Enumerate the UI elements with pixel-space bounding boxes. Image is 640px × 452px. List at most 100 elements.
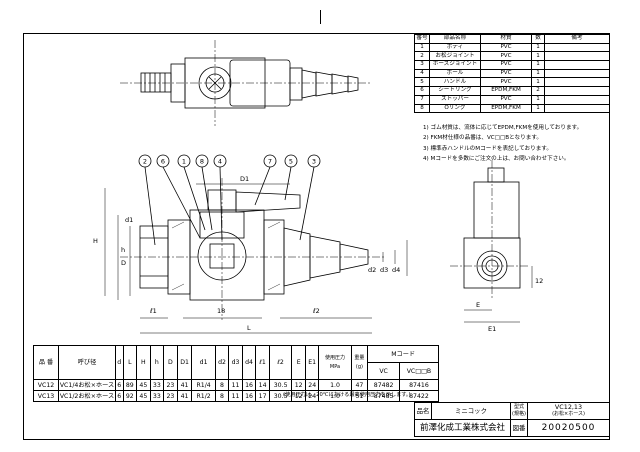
cell: 45 (136, 379, 151, 391)
callout-3: 3 (312, 158, 316, 166)
title-block: 品名 ミニコック 型式 (規格) VC12,13 (お松×ホース) 前澤化成工業… (414, 402, 610, 437)
dim-E: E (476, 301, 480, 309)
company-name: 前澤化成工業株式会社 (414, 419, 511, 437)
title-row-1: 品名 ミニコック 型式 (規格) VC12,13 (お松×ホース) (414, 402, 610, 420)
part-name: ストッパー (429, 94, 481, 105)
dims-header-weight: 重量 (g) (350, 345, 369, 380)
part-name: Oリング (429, 103, 481, 114)
product-name: ミニコック (431, 402, 511, 420)
part-no: 1 (414, 42, 430, 53)
note-item: 1) ゴム材質は、流体に応じてEPDM,FKMを使用しております。 (423, 125, 583, 131)
part-material: PVC (480, 77, 532, 88)
part-remarks (544, 86, 610, 96)
parts-header-material: 材質 (480, 34, 532, 44)
dims-header-D: D (163, 345, 178, 380)
parts-header-row: 番号 部品名称 材質 数 備考 (414, 34, 610, 44)
callout-7: 7 (268, 158, 272, 166)
part-no: 6 (414, 86, 430, 96)
part-no: 5 (414, 77, 430, 88)
cell: 47 (350, 379, 369, 391)
dim-d3: d3 (380, 266, 388, 274)
part-qty: 1 (531, 94, 545, 105)
part-remarks (544, 68, 610, 79)
cell: 87422 (398, 390, 440, 402)
note-item: 2) FKM材仕様の品番は、VC□□Bとなります。 (423, 135, 542, 142)
part-material: PVC (480, 42, 532, 53)
drawing-frame (23, 33, 610, 440)
title-row-2: 前澤化成工業株式会社 図番 20020500 (414, 419, 610, 437)
cell: 8 (214, 390, 230, 402)
part-qty: 1 (531, 77, 545, 88)
cell: 16 (241, 379, 257, 391)
part-qty: 1 (531, 103, 545, 114)
cell: R1/4 (191, 379, 216, 391)
cell: 87485 (367, 390, 400, 402)
parts-header-name: 部品名称 (429, 34, 481, 44)
cell: 51 (350, 390, 369, 402)
top-view (120, 40, 370, 126)
parts-header-no: 番号 (414, 34, 430, 44)
cell: 89 (122, 379, 138, 391)
cell: 30.5 (268, 379, 293, 391)
dims-header-mcode-vcb: VC□□B (398, 362, 440, 380)
dim-d2: d2 (368, 266, 376, 274)
callout-6: 6 (161, 158, 165, 166)
cell: 11 (228, 390, 243, 402)
dims-header-d1: d1 (191, 345, 216, 380)
cell: 41 (176, 390, 193, 402)
part-material: PVC (480, 60, 532, 70)
dim-12: 12 (535, 277, 543, 285)
part-no: 3 (414, 60, 430, 70)
cell: 33 (149, 390, 165, 402)
dim-l1: ℓ1 (150, 307, 157, 315)
part-remarks (544, 60, 610, 70)
dims-header-mcode: Mコード (367, 345, 439, 363)
part-material: EPDM,FKM (480, 103, 532, 114)
dimension-table: 品 番 呼び径 d L H h D D1 d1 d2 d3 d4 ℓ1 ℓ2 E… (33, 345, 440, 402)
dims-header-E1: E1 (304, 345, 320, 380)
dim-D: D (121, 259, 126, 267)
model-label: 型式 (規格) (510, 402, 528, 420)
dims-header-pressure: 使用圧力 MPa (318, 345, 352, 380)
part-name: ボール (429, 68, 481, 79)
doc-number: 20020500 (527, 419, 610, 437)
dims-header-mcode-vc: VC (367, 362, 400, 380)
part-name: ハンドル (429, 77, 481, 88)
model-cell: VC12,13 (お松×ホース) (527, 402, 610, 420)
callout-5: 5 (289, 158, 293, 166)
dims-header-row: 品 番 呼び径 d L H h D D1 d1 d2 d3 d4 ℓ1 ℓ2 E… (33, 345, 439, 380)
part-no: 4 (414, 68, 430, 79)
cell: 14 (255, 379, 270, 391)
part-material: EPDM,FKM (480, 86, 532, 96)
part-remarks (544, 77, 610, 88)
callout-8: 8 (200, 158, 204, 166)
cell: 41 (176, 379, 193, 391)
part-name: お松ジョイント (429, 51, 481, 62)
cell: 23 (163, 379, 178, 391)
dims-subheader-row: VC VC□□B (34, 362, 440, 380)
dim-d4: d4 (392, 266, 400, 274)
doc-label: 図番 (510, 419, 528, 437)
part-qty: 1 (531, 68, 545, 79)
dims-header-L: L (122, 345, 138, 380)
cell: 87482 (367, 379, 400, 391)
part-no: 2 (414, 51, 430, 62)
cell: 6 (115, 390, 124, 402)
dims-header-H: H (136, 345, 151, 380)
cell: 11 (228, 379, 243, 391)
cell: VC12 (33, 379, 59, 391)
dims-header-D1: D1 (176, 345, 193, 380)
pressure-footnote: (使用圧力は、20℃における最高使用圧力を示します。) (283, 392, 411, 398)
part-material: PVC (480, 51, 532, 62)
dims-header-h: h (149, 345, 165, 380)
part-qty: 1 (531, 60, 545, 70)
dimension-lines (104, 183, 408, 334)
dims-header-l1: ℓ1 (255, 345, 270, 380)
dims-header-d2: d2 (214, 345, 230, 380)
